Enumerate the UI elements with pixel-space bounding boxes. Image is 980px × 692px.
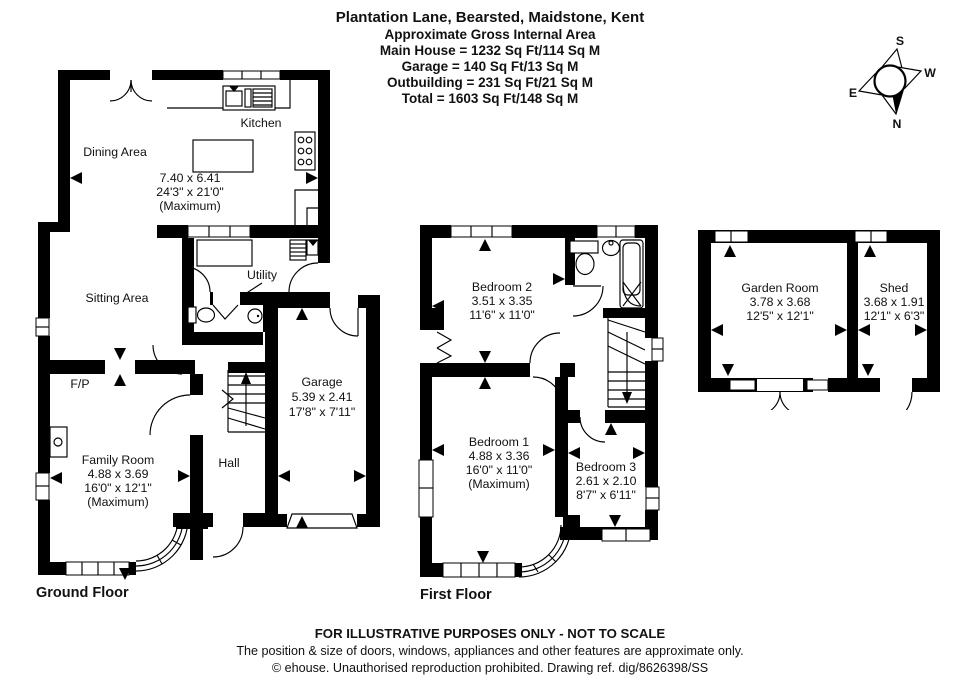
bedroom1-dim-ft: 16'0" x 11'0": [466, 463, 533, 477]
room-label-utility: Utility: [247, 268, 278, 282]
room-label-family: Family Room: [82, 453, 154, 467]
outbuilding-windows: [714, 230, 912, 391]
ground-floor-labels: Dining Area Kitchen 7.40 x 6.41 24'3" x …: [70, 116, 355, 509]
bathroom-fixtures: [569, 239, 644, 309]
room-label-kitchen: Kitchen: [240, 116, 281, 130]
basin-icon: [247, 308, 263, 324]
fireplace-label: F/P: [70, 377, 89, 391]
area-total: Total = 1603 Sq Ft/148 Sq M: [401, 91, 579, 106]
ground-floor-label: Ground Floor: [36, 585, 129, 601]
compass-west: W: [924, 66, 936, 80]
openplan-dim-ft: 24'3" x 21'0": [156, 185, 223, 199]
stairs-down-arrow: [622, 392, 632, 404]
bay-window: [135, 518, 189, 572]
header-subtitle: Approximate Gross Internal Area: [384, 27, 596, 42]
room-label-garden-room: Garden Room: [741, 281, 818, 295]
openplan-dim-m: 7.40 x 6.41: [160, 171, 221, 185]
bedroom3-dim-ft: 8'7" x 6'11": [576, 488, 636, 502]
room-label-bedroom1: Bedroom 1: [469, 435, 529, 449]
wc-fixtures: [187, 306, 263, 324]
toilet-cistern: [569, 240, 599, 254]
ground-floor-windows: [35, 70, 281, 576]
bedroom1-dim-max: (Maximum): [468, 477, 529, 491]
shed-dim-ft: 12'1" x 6'3": [864, 309, 925, 323]
footer: FOR ILLUSTRATIVE PURPOSES ONLY - NOT TO …: [0, 625, 980, 677]
garden-room-dim-m: 3.78 x 3.68: [750, 295, 811, 309]
ground-stairs: [221, 369, 266, 433]
garden-room-dim-ft: 12'5" x 12'1": [746, 309, 813, 323]
bedroom2-dim-ft: 11'6" x 11'0": [469, 308, 535, 322]
area-garage: Garage = 140 Sq Ft/13 Sq M: [401, 59, 579, 74]
area-outbuilding: Outbuilding = 231 Sq Ft/21 Sq M: [387, 75, 593, 90]
bedroom3-dim-m: 2.61 x 2.10: [576, 474, 637, 488]
garage-dim-ft: 17'8" x 7'11": [289, 405, 356, 419]
compass-circle: [873, 64, 907, 98]
room-label-hall: Hall: [218, 456, 239, 470]
room-label-sitting: Sitting Area: [86, 291, 149, 305]
utility-counter: [196, 239, 253, 267]
outbuilding-dimension-markers: [711, 245, 927, 376]
page-title: Plantation Lane, Bearsted, Maidstone, Ke…: [335, 9, 645, 26]
first-floor-doors: [436, 285, 606, 443]
compass-north: N: [893, 117, 902, 131]
shed-dim-m: 3.68 x 1.91: [864, 295, 925, 309]
ground-floor-plan: Dining Area Kitchen 7.40 x 6.41 24'3" x …: [35, 70, 380, 580]
first-dimension-markers: [432, 239, 645, 563]
first-floor-windows: [418, 225, 664, 578]
compass-south: S: [896, 34, 904, 48]
kitchen-island: [192, 139, 254, 173]
footer-copyright: © ehouse. Unauthorised reproduction proh…: [271, 661, 709, 675]
bedroom2-dim-m: 3.51 x 3.35: [472, 294, 533, 308]
ground-floor-walls: [38, 70, 380, 575]
room-label-shed: Shed: [880, 281, 909, 295]
tap-icon: [308, 240, 318, 246]
compass-east: E: [849, 86, 857, 100]
utility-drainer: [289, 239, 307, 261]
outbuilding-plan: Garden Room 3.78 x 3.68 12'5" x 12'1" Sh…: [698, 230, 940, 410]
footer-disclaimer: FOR ILLUSTRATIVE PURPOSES ONLY - NOT TO …: [314, 626, 666, 641]
bedroom1-dim-m: 4.88 x 3.36: [469, 449, 530, 463]
outbuilding-labels: Garden Room 3.78 x 3.68 12'5" x 12'1" Sh…: [741, 281, 924, 323]
family-dim-m: 4.88 x 3.69: [88, 467, 149, 481]
basin-icon: [601, 239, 621, 257]
first-floor-labels: Bedroom 2 3.51 x 3.35 11'6" x 11'0" Bedr…: [466, 280, 637, 502]
stairs-up-arrow: [241, 372, 251, 384]
bath-icon: [619, 239, 644, 309]
hob-icon: [294, 131, 316, 171]
room-label-bedroom2: Bedroom 2: [472, 280, 532, 294]
first-floor-label: First Floor: [420, 587, 492, 603]
ground-dimension-markers: [50, 172, 366, 580]
family-dim-ft: 16'0" x 12'1": [84, 481, 151, 495]
header: Plantation Lane, Bearsted, Maidstone, Ke…: [0, 8, 980, 107]
family-dim-max: (Maximum): [87, 495, 148, 509]
compass-rose-icon: S W E N: [849, 34, 936, 131]
first-floor-stairs: [607, 318, 646, 408]
tap-icon: [229, 86, 239, 92]
first-floor-plan: Bedroom 2 3.51 x 3.35 11'6" x 11'0" Bedr…: [418, 225, 664, 578]
garage-dim-m: 5.39 x 2.41: [292, 390, 353, 404]
kitchen-fixtures: [167, 80, 318, 225]
openplan-dim-max: (Maximum): [159, 199, 220, 213]
outbuilding-doors: [770, 391, 913, 410]
garage-door: [286, 513, 358, 529]
toilet-icon: [575, 252, 595, 276]
room-label-garage: Garage: [301, 375, 342, 389]
first-floor-bay-window: [518, 524, 572, 578]
fireplace: [49, 426, 68, 458]
room-label-bedroom3: Bedroom 3: [576, 460, 636, 474]
toilet-icon: [196, 307, 216, 323]
footer-approximate-note: The position & size of doors, windows, a…: [236, 644, 744, 658]
ground-floor-doors: [109, 79, 359, 558]
room-label-dining: Dining Area: [83, 145, 147, 159]
first-floor-walls: [420, 225, 658, 577]
utility-fixtures: [196, 239, 319, 267]
area-main-house: Main House = 1232 Sq Ft/114 Sq M: [379, 43, 601, 58]
toilet-cistern: [187, 306, 197, 324]
